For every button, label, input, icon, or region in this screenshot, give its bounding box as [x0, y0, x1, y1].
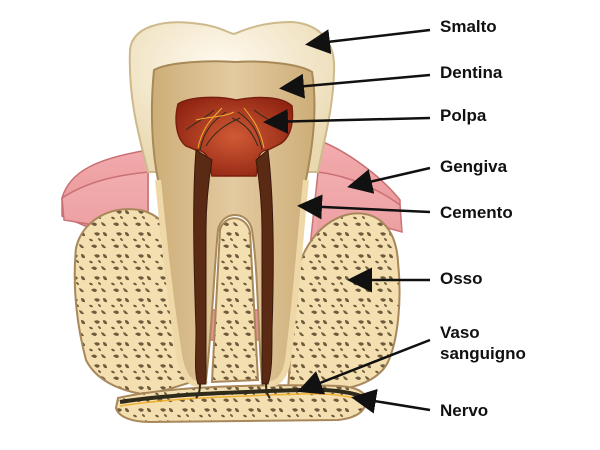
root-canal-right: [255, 149, 274, 385]
nerve-entry: [195, 383, 271, 399]
arrow-blood-vessel: [297, 338, 431, 395]
arrow-enamel: [305, 28, 431, 55]
arrow-gum: [347, 166, 431, 194]
label-dentin: Dentina: [440, 63, 503, 82]
nerve-bundle: [119, 387, 367, 404]
arrow-dentin: [279, 73, 431, 99]
label-blood-vessel-line2: sanguigno: [440, 344, 526, 363]
label-blood-vessel-line1: Vaso: [440, 323, 480, 342]
blood-vessel: [119, 393, 367, 407]
bone-center: [210, 217, 260, 384]
pointer-arrows: [263, 28, 431, 414]
pulp-nerve-fibers: [185, 109, 285, 151]
pulp-blood-vessels: [195, 107, 265, 149]
cementum: [155, 179, 309, 388]
label-enamel: Smalto: [440, 17, 497, 36]
arrow-nerve: [351, 388, 431, 414]
label-cementum: Cemento: [440, 203, 513, 222]
root-canal-left: [193, 149, 213, 385]
label-pulp: Polpa: [440, 106, 487, 125]
label-bone: Osso: [440, 269, 483, 288]
label-gum: Gengiva: [440, 157, 508, 176]
label-blood-vessel: Vaso sanguigno: [440, 322, 526, 364]
label-nerve: Nervo: [440, 401, 489, 420]
arrow-pulp: [263, 109, 431, 135]
arrow-cementum: [297, 194, 431, 220]
bone-right: [286, 212, 401, 394]
